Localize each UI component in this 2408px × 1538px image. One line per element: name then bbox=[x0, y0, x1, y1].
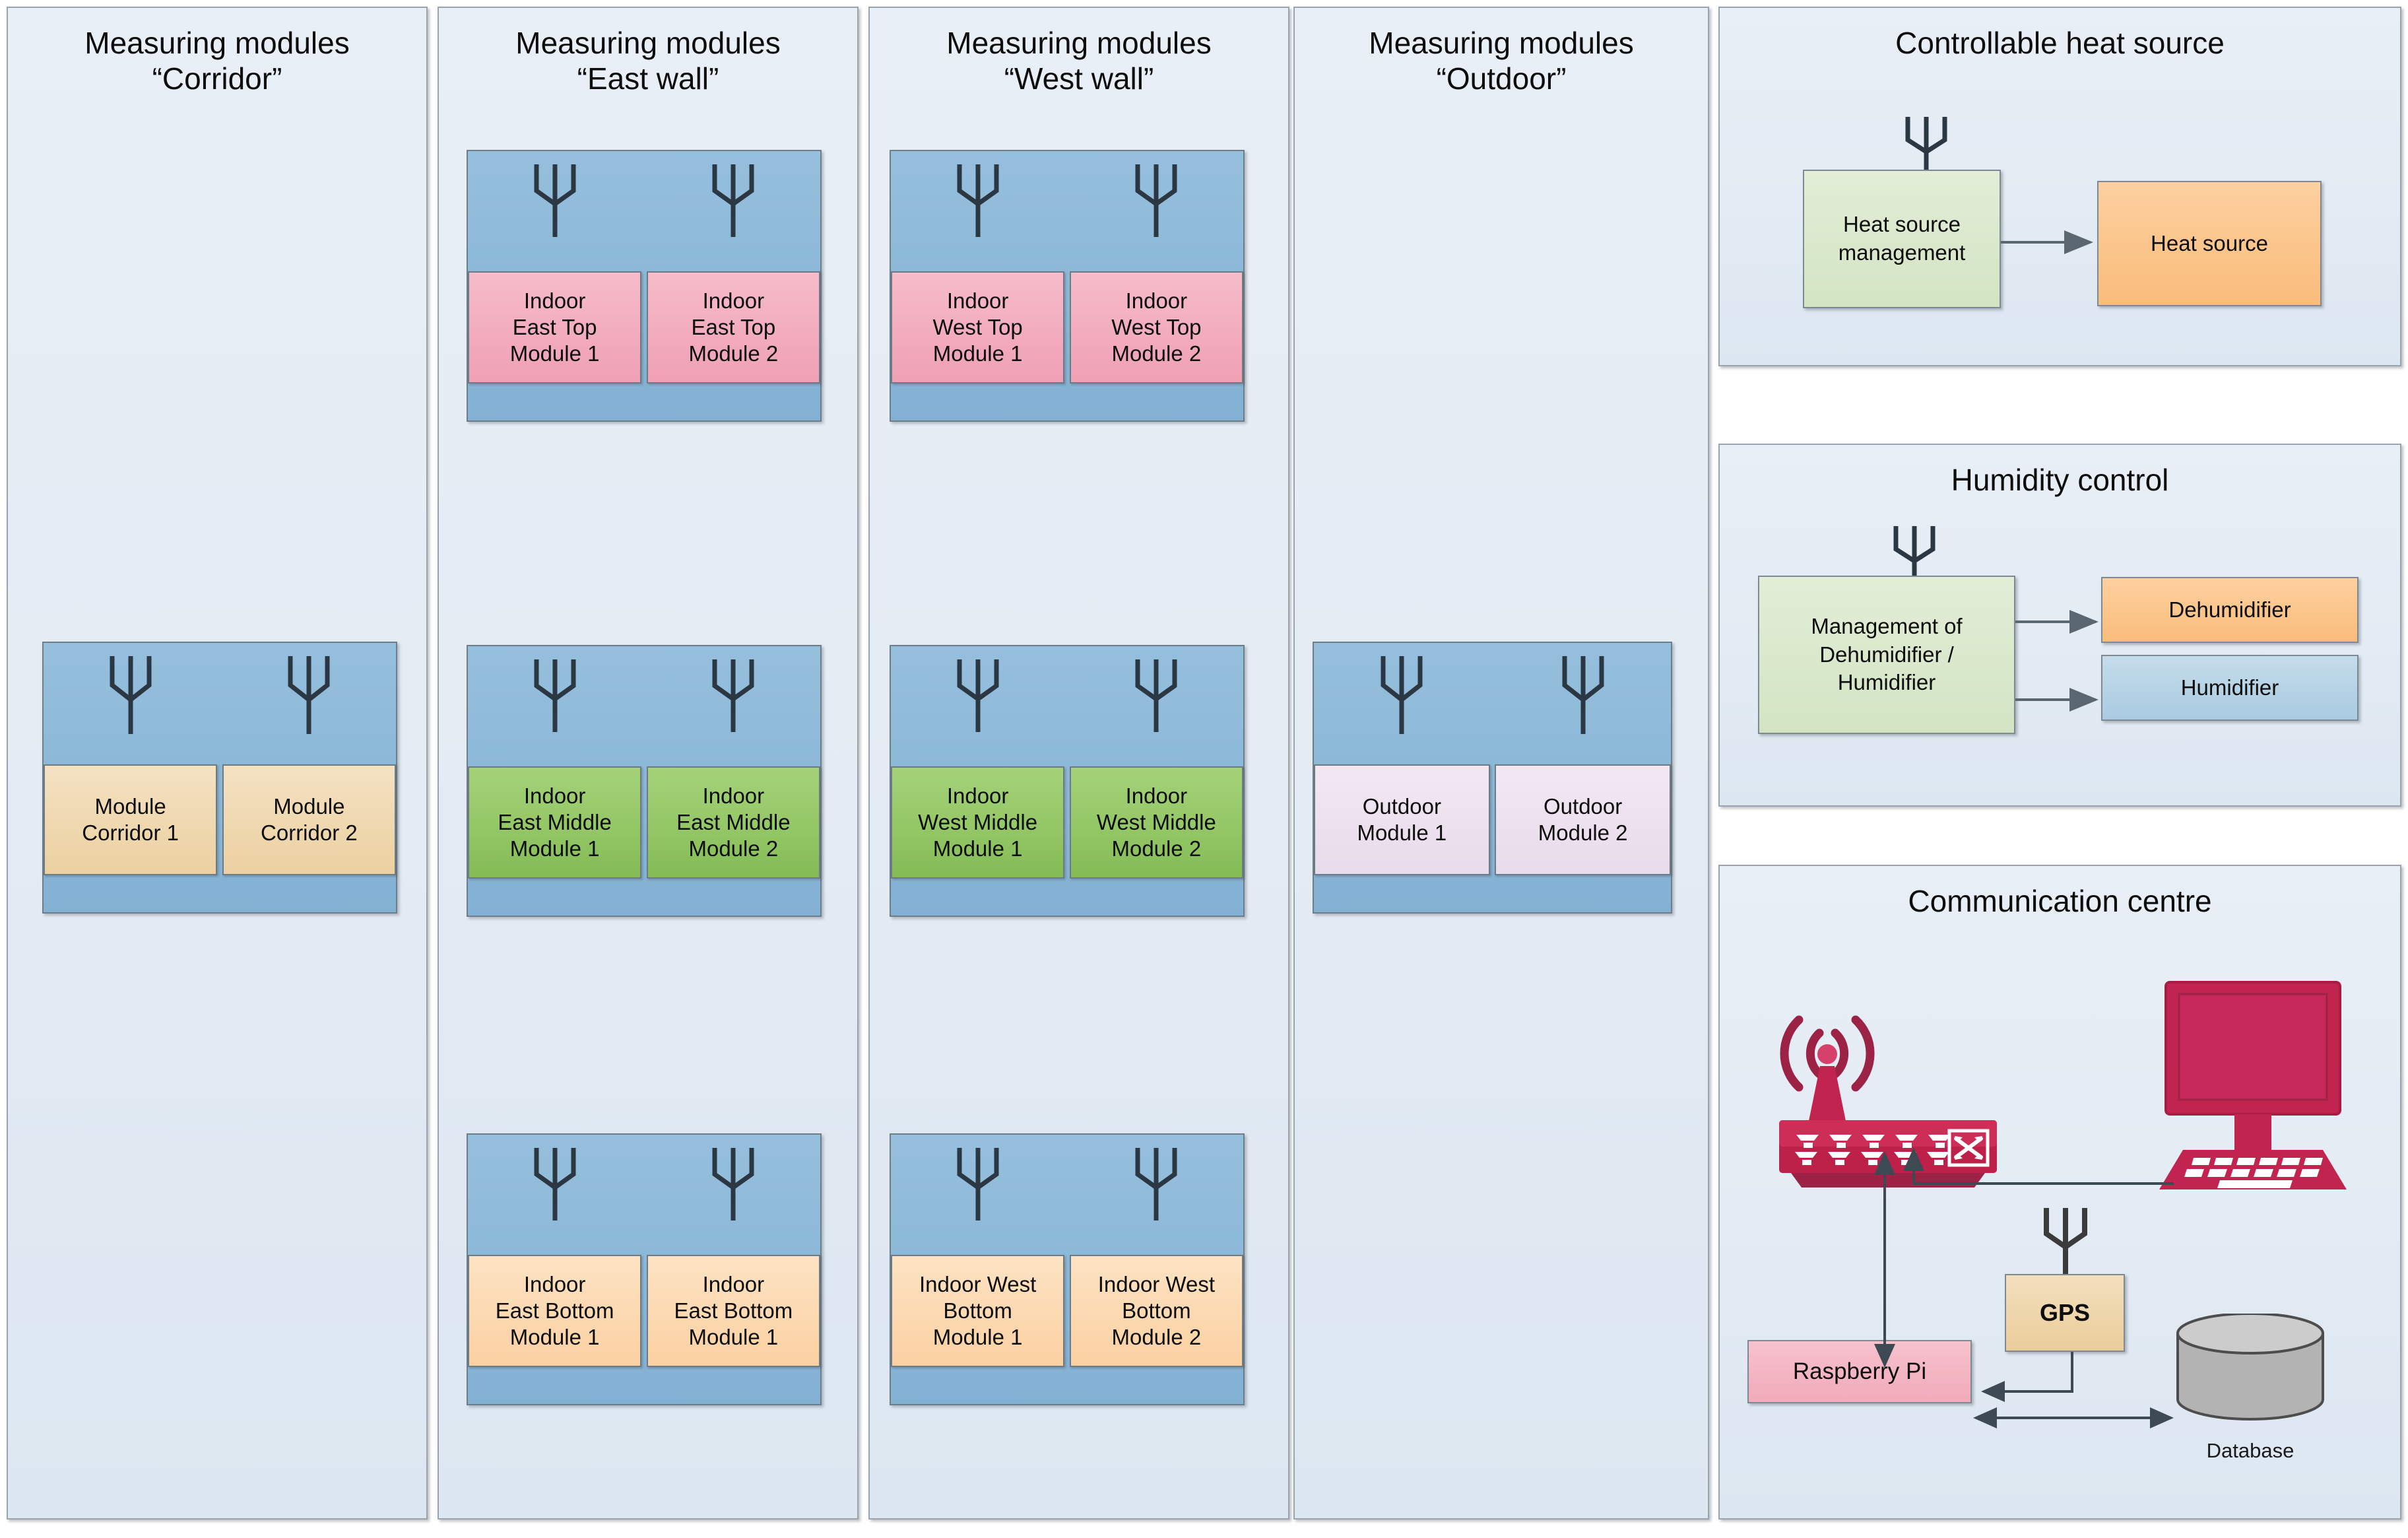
panel-title-west-wall: Measuring modules “West wall” bbox=[946, 26, 1212, 96]
module-box[interactable]: Indoor East Middle Module 1 bbox=[468, 766, 642, 879]
module-slot: Indoor East Top Module 2 bbox=[646, 151, 820, 384]
module-box[interactable]: Indoor West Bottom Module 2 bbox=[1069, 1255, 1243, 1367]
module-slot: Outdoor Module 1 bbox=[1314, 643, 1490, 875]
antenna-icon bbox=[953, 1144, 1003, 1226]
heat-source-box[interactable]: Heat source bbox=[2097, 181, 2322, 306]
panel-heat-source: Controllable heat source Heat source man… bbox=[1718, 7, 2401, 366]
panel-outdoor: Measuring modules “Outdoor” Outdoor Modu… bbox=[1293, 7, 1709, 1520]
module-group-east-top: Indoor East Top Module 1 Indoor East Top… bbox=[467, 150, 822, 422]
antenna-icon bbox=[1902, 114, 1951, 176]
panel-communication-centre: Communication centre bbox=[1718, 865, 2401, 1520]
module-slot: Indoor West Middle Module 2 bbox=[1069, 646, 1243, 879]
antenna-icon bbox=[953, 160, 1003, 243]
module-box[interactable]: Indoor West Middle Module 2 bbox=[1069, 766, 1243, 879]
desktop-computer-icon[interactable] bbox=[2149, 977, 2373, 1198]
antenna-icon bbox=[2040, 1205, 2091, 1282]
module-slot: Indoor East Bottom Module 1 bbox=[646, 1135, 820, 1367]
antenna-icon bbox=[1131, 1144, 1181, 1226]
panel-title-outdoor: Measuring modules “Outdoor” bbox=[1369, 26, 1634, 96]
antenna-icon bbox=[1890, 523, 1939, 585]
humidity-management-box[interactable]: Management of Dehumidifier / Humidifier bbox=[1758, 576, 2015, 734]
module-box[interactable]: Indoor West Top Module 1 bbox=[891, 271, 1065, 384]
module-box[interactable]: Outdoor Module 1 bbox=[1314, 764, 1490, 875]
module-box[interactable]: Indoor East Top Module 2 bbox=[646, 271, 820, 384]
module-slot: Indoor West Top Module 1 bbox=[891, 151, 1065, 384]
module-box[interactable]: Indoor West Top Module 2 bbox=[1069, 271, 1243, 384]
wifi-router-icon[interactable] bbox=[1757, 995, 2021, 1196]
module-slot: Indoor West Top Module 2 bbox=[1069, 151, 1243, 384]
panel-title-corridor: Measuring modules “Corridor” bbox=[84, 26, 350, 96]
module-slot: Indoor West Middle Module 1 bbox=[891, 646, 1065, 879]
antenna-icon bbox=[953, 655, 1003, 738]
module-slot: Indoor East Middle Module 2 bbox=[646, 646, 820, 879]
antenna-icon bbox=[1131, 160, 1181, 243]
antenna-icon bbox=[530, 1144, 580, 1226]
panel-east-wall: Measuring modules “East wall” Indoor Eas… bbox=[438, 7, 859, 1520]
module-box[interactable]: Indoor East Bottom Module 1 bbox=[468, 1255, 642, 1367]
antenna-icon bbox=[1377, 652, 1427, 741]
module-box[interactable]: Module Corridor 2 bbox=[222, 764, 396, 875]
antenna-icon bbox=[708, 655, 758, 738]
module-box[interactable]: Indoor East Middle Module 2 bbox=[646, 766, 820, 879]
panel-title-communication-centre: Communication centre bbox=[1908, 884, 2212, 918]
antenna-icon bbox=[284, 652, 334, 741]
panel-title-humidity-control: Humidity control bbox=[1951, 463, 2169, 497]
module-box[interactable]: Indoor East Bottom Module 1 bbox=[646, 1255, 820, 1367]
module-box[interactable]: Outdoor Module 2 bbox=[1495, 764, 1671, 875]
module-group-west-bottom: Indoor West Bottom Module 1 Indoor West … bbox=[890, 1133, 1245, 1405]
gps-box[interactable]: GPS bbox=[2005, 1274, 2125, 1352]
raspberry-pi-box[interactable]: Raspberry Pi bbox=[1747, 1340, 1972, 1403]
panel-west-wall: Measuring modules “West wall” Indoor Wes… bbox=[868, 7, 1289, 1520]
antenna-icon bbox=[708, 1144, 758, 1226]
antenna-icon bbox=[106, 652, 156, 741]
module-slot: Indoor East Bottom Module 1 bbox=[468, 1135, 642, 1367]
module-box[interactable]: Module Corridor 1 bbox=[44, 764, 218, 875]
panel-humidity-control: Humidity control Management of Dehumidif… bbox=[1718, 444, 2401, 807]
module-group-outdoor: Outdoor Module 1 Outdoor Module 2 bbox=[1313, 642, 1672, 914]
database-label: Database bbox=[2206, 1439, 2294, 1462]
module-group-corridor: Module Corridor 1 Module Corridor 2 bbox=[42, 642, 397, 914]
database-cylinder-icon[interactable] bbox=[2172, 1312, 2328, 1436]
module-slot: Indoor West Bottom Module 2 bbox=[1069, 1135, 1243, 1367]
antenna-icon bbox=[1558, 652, 1608, 741]
dehumidifier-box[interactable]: Dehumidifier bbox=[2101, 577, 2359, 643]
module-group-east-bottom: Indoor East Bottom Module 1 Indoor East … bbox=[467, 1133, 822, 1405]
antenna-icon bbox=[530, 655, 580, 738]
module-box[interactable]: Indoor East Top Module 1 bbox=[468, 271, 642, 384]
humidifier-box[interactable]: Humidifier bbox=[2101, 655, 2359, 721]
module-group-west-middle: Indoor West Middle Module 1 Indoor West … bbox=[890, 645, 1245, 917]
module-slot: Indoor East Top Module 1 bbox=[468, 151, 642, 384]
module-slot: Indoor West Bottom Module 1 bbox=[891, 1135, 1065, 1367]
module-slot: Module Corridor 1 bbox=[44, 643, 218, 875]
module-slot: Module Corridor 2 bbox=[222, 643, 396, 875]
module-box[interactable]: Indoor West Bottom Module 1 bbox=[891, 1255, 1065, 1367]
heat-source-management-box[interactable]: Heat source management bbox=[1803, 170, 2001, 308]
antenna-icon bbox=[1131, 655, 1181, 738]
antenna-icon bbox=[530, 160, 580, 243]
antenna-icon bbox=[708, 160, 758, 243]
module-box[interactable]: Indoor West Middle Module 1 bbox=[891, 766, 1065, 879]
module-group-west-top: Indoor West Top Module 1 Indoor West Top… bbox=[890, 150, 1245, 422]
panel-title-east-wall: Measuring modules “East wall” bbox=[515, 26, 781, 96]
panel-corridor: Measuring modules “Corridor” Module Corr… bbox=[7, 7, 428, 1520]
module-group-east-middle: Indoor East Middle Module 1 Indoor East … bbox=[467, 645, 822, 917]
panel-title-heat-source: Controllable heat source bbox=[1895, 26, 2225, 60]
module-slot: Outdoor Module 2 bbox=[1495, 643, 1671, 875]
module-slot: Indoor East Middle Module 1 bbox=[468, 646, 642, 879]
